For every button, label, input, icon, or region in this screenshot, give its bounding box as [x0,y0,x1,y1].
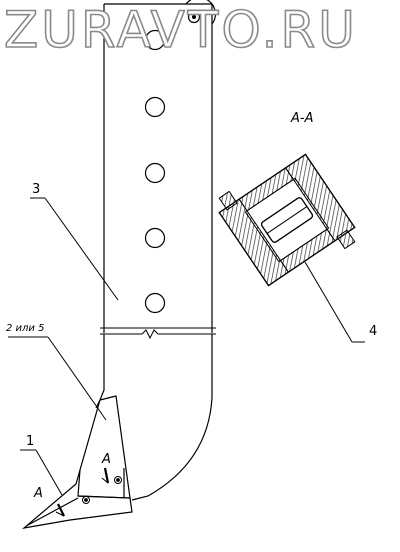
shank [103,0,216,333]
section-view [218,153,356,287]
rivet [116,478,120,482]
ripper-tooth [21,469,133,529]
rivet [82,496,90,504]
section-mark-a-right: А [102,452,111,467]
hole [144,292,166,314]
watermark-text: ZURAVTO.RU [3,0,358,60]
label-part-1: 1 [26,434,35,449]
rivet [84,498,88,502]
section-mark-a-left: А [34,486,43,501]
label-part-3: 3 [32,182,41,197]
hole [144,227,166,249]
label-part-4: 4 [369,324,378,339]
fasteners [82,476,122,504]
hole [144,29,166,51]
section-cut-marks [55,467,110,517]
hole [144,162,166,184]
label-part-2-5: 2 или 5 [6,323,45,334]
leader-lines [8,197,365,496]
corner-bolt [187,10,201,24]
break-line [100,327,216,340]
hole [144,96,166,118]
rivet [114,476,122,484]
lower-blade [95,334,213,501]
tooth-holder [77,395,131,499]
section-title: А-А [291,111,314,126]
mounting-holes [144,29,166,314]
